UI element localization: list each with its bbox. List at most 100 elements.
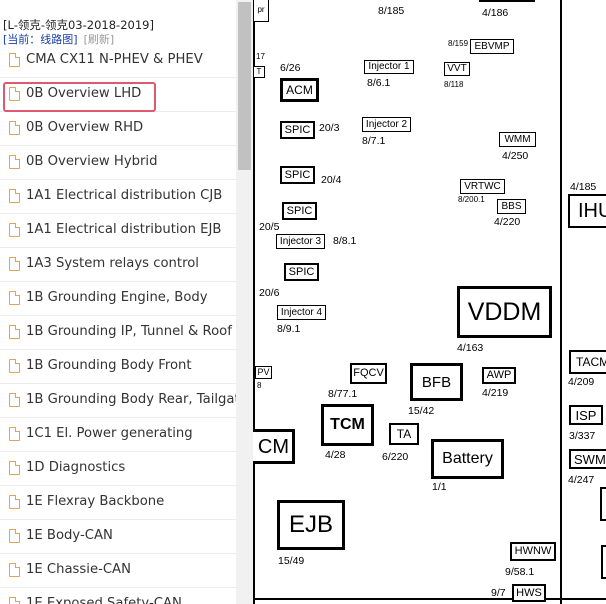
tree-item-0b-overview-lhd[interactable]: 0B Overview LHD xyxy=(0,78,236,112)
tree-item-1d-diagnostics[interactable]: 1D Diagnostics xyxy=(0,452,236,486)
component-tcm[interactable]: TCM xyxy=(321,404,374,446)
label-15-49: 15/49 xyxy=(278,555,305,567)
component-spic-1[interactable]: SPIC xyxy=(280,121,315,139)
tree-item-cma-cx11[interactable]: CMA CX11 N-PHEV & PHEV xyxy=(0,44,236,78)
label-8-8-1: 8/8.1 xyxy=(333,235,357,247)
component-ejb[interactable]: EJB xyxy=(277,500,345,550)
tree-item-1b-body-front[interactable]: 1B Grounding Body Front xyxy=(0,350,236,384)
label-8-7-1: 8/7.1 xyxy=(362,135,386,147)
label-8-200-1: 8/200.1 xyxy=(458,195,485,204)
component-spic-3[interactable]: SPIC xyxy=(282,202,317,220)
tree-item-0b-overview-rhd[interactable]: 0B Overview RHD xyxy=(0,112,236,146)
tree-item-label: 0B Overview RHD xyxy=(26,120,144,135)
component-label: VDDM xyxy=(467,297,542,326)
component-t[interactable]: T xyxy=(253,66,265,78)
component-label: SPIC xyxy=(288,265,315,278)
scroll-thumb[interactable] xyxy=(238,2,251,170)
component-injector-2[interactable]: Injector 2 xyxy=(362,117,411,132)
file-icon xyxy=(9,427,20,441)
tree-item-1e-body-can[interactable]: 1E Body-CAN xyxy=(0,520,236,554)
label-8-9-1: 8/9.1 xyxy=(277,323,301,335)
file-icon xyxy=(9,393,20,407)
component-ihu[interactable]: IHU xyxy=(568,194,606,228)
component-ebvmp[interactable]: EBVMP xyxy=(470,39,514,54)
current-view-link[interactable]: [当前：线路图] xyxy=(3,33,78,46)
component-acm[interactable]: ACM xyxy=(280,78,319,102)
label-4-219: 4/219 xyxy=(482,387,509,399)
component-bfb[interactable]: BFB xyxy=(410,363,463,401)
tree-item-1e-chassie-can[interactable]: 1E Chassie-CAN xyxy=(0,554,236,588)
component-pv[interactable]: PV xyxy=(255,366,272,379)
component-isp[interactable]: ISP xyxy=(569,405,603,425)
tree-scrollbar[interactable] xyxy=(236,0,253,604)
tree-item-label: 0B Overview Hybrid xyxy=(26,154,158,169)
label-4-209: 4/209 xyxy=(568,376,595,388)
component-battery[interactable]: Battery xyxy=(431,439,504,479)
component-right-edge-1[interactable] xyxy=(600,487,606,521)
wiring-diagram: pr 8/185 4/186 17 T 6/26 ACM Injector 1 … xyxy=(253,0,606,604)
tree-item-label: 1D Diagnostics xyxy=(26,460,126,475)
tree-item-label: 1B Grounding IP, Tunnel & Roof xyxy=(26,324,232,339)
label-6-26: 6/26 xyxy=(280,62,301,74)
component-label: HWS xyxy=(516,586,542,599)
refresh-link[interactable]: [刷新] xyxy=(83,33,115,46)
component-label: ACM xyxy=(286,83,313,97)
component-fqcv[interactable]: FQCV xyxy=(350,363,387,384)
label-6-220: 6/220 xyxy=(382,451,409,463)
label-20-4: 20/4 xyxy=(321,174,342,186)
component-vvt[interactable]: VVT xyxy=(444,62,470,76)
tree-item-label: 1B Grounding Engine, Body xyxy=(26,290,208,305)
component-label: TACM xyxy=(576,355,606,369)
component-vrtwc[interactable]: VRTWC xyxy=(460,179,505,194)
component-label: VRTWC xyxy=(464,180,501,192)
tree-item-label: 1A3 System relays control xyxy=(26,256,199,271)
tree-item-1c1-power[interactable]: 1C1 El. Power generating xyxy=(0,418,236,452)
tree-item-1e-flexray[interactable]: 1E Flexray Backbone xyxy=(0,486,236,520)
component-hwnw[interactable]: HWNW xyxy=(510,542,556,561)
tree-item-0b-overview-hybrid[interactable]: 0B Overview Hybrid xyxy=(0,146,236,180)
component-vddm[interactable]: VDDM xyxy=(457,286,552,338)
component-tacm[interactable]: TACM xyxy=(569,350,606,374)
file-icon xyxy=(9,563,20,577)
component-injector-3[interactable]: Injector 3 xyxy=(276,234,325,249)
component-injector-1[interactable]: Injector 1 xyxy=(364,60,414,74)
component-ta[interactable]: TA xyxy=(389,423,419,445)
tree-item-1a3-relays[interactable]: 1A3 System relays control xyxy=(0,248,236,282)
component-label: TCM xyxy=(330,416,365,433)
component-injector-4[interactable]: Injector 4 xyxy=(277,305,326,320)
component-label: HWNW xyxy=(514,545,552,557)
component-label: AWP xyxy=(486,369,512,381)
tree-item-1b-engine-body[interactable]: 1B Grounding Engine, Body xyxy=(0,282,236,316)
file-icon xyxy=(9,325,20,339)
component-pr[interactable]: pr xyxy=(253,0,269,22)
component-label: EJB xyxy=(288,511,333,538)
tree-item-label: 1B Grounding Body Rear, Tailgate xyxy=(26,392,236,407)
component-spic-2[interactable]: SPIC xyxy=(280,166,315,184)
component-label: VVT xyxy=(447,63,467,74)
label-4-163: 4/163 xyxy=(457,342,484,354)
tree-item-1a1-ejb[interactable]: 1A1 Electrical distribution EJB xyxy=(0,214,236,248)
component-label: TA xyxy=(396,427,412,441)
file-icon xyxy=(9,189,20,203)
component-label: SPIC xyxy=(286,204,313,217)
file-icon xyxy=(9,529,20,543)
component-swm[interactable]: SWM xyxy=(569,449,606,469)
tree-item-1e-exposed-safety-can[interactable]: 1E Exposed Safety-CAN xyxy=(0,588,236,604)
component-label: Injector 3 xyxy=(279,235,322,247)
tree-item-label: 1E Flexray Backbone xyxy=(26,494,165,509)
tree-item-1b-body-rear[interactable]: 1B Grounding Body Rear, Tailgate xyxy=(0,384,236,418)
tree-title: [L-领克-领克03-2018-2019] xyxy=(3,18,154,32)
tree-item-label: 1E Chassie-CAN xyxy=(26,562,131,577)
component-awp[interactable]: AWP xyxy=(482,367,516,384)
tree-item-1b-ip-tunnel-roof[interactable]: 1B Grounding IP, Tunnel & Roof xyxy=(0,316,236,350)
component-right-edge-2[interactable] xyxy=(601,545,606,579)
component-spic-4[interactable]: SPIC xyxy=(284,263,319,281)
component-bbs[interactable]: BBS xyxy=(497,199,526,214)
component-label: T xyxy=(256,67,262,76)
component-wmm[interactable]: WMM xyxy=(499,132,536,147)
component-cm[interactable]: CM xyxy=(253,429,295,464)
component-hws[interactable]: HWS xyxy=(512,584,546,602)
diagram-bottom-border xyxy=(253,598,606,601)
tree-item-1a1-cjb[interactable]: 1A1 Electrical distribution CJB xyxy=(0,180,236,214)
component-top-right[interactable] xyxy=(479,0,535,2)
